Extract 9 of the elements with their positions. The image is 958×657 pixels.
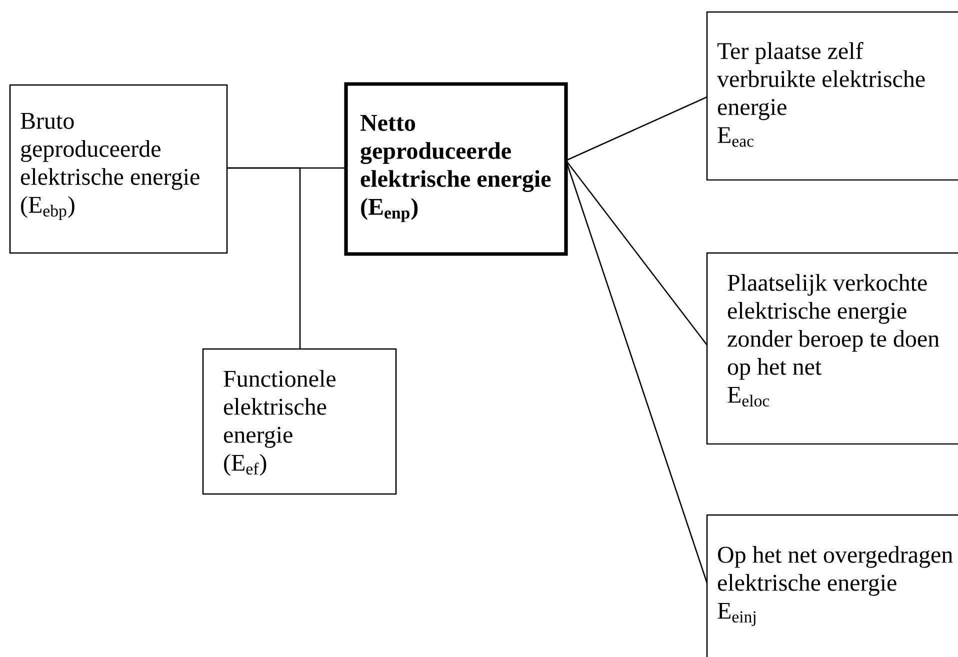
text-box: Op het net overgedragen elektrische energie E$_{einj}$ bbox=[706, 514, 958, 657]
text-box: Plaatselijk verkochte elektrische energie zonder beroep te doen op het net E$_{eloc}$ bbox=[706, 252, 958, 445]
connector-line bbox=[566, 96, 708, 162]
text-box: Bruto geproduceerde elektrische energie (E$_{ebp}$) bbox=[9, 84, 228, 254]
text-box: Ter plaatse zelf verbruikte elektrische energie E$_{eac}$ bbox=[706, 11, 958, 181]
connector-line bbox=[566, 160, 708, 346]
text-box: Functionele elektrische energie (E$_{ef}$) bbox=[202, 348, 397, 495]
connector-line bbox=[227, 167, 301, 349]
text-box: Netto geproduceerde elektrische energie (E$_{enp}$) bbox=[344, 82, 568, 256]
